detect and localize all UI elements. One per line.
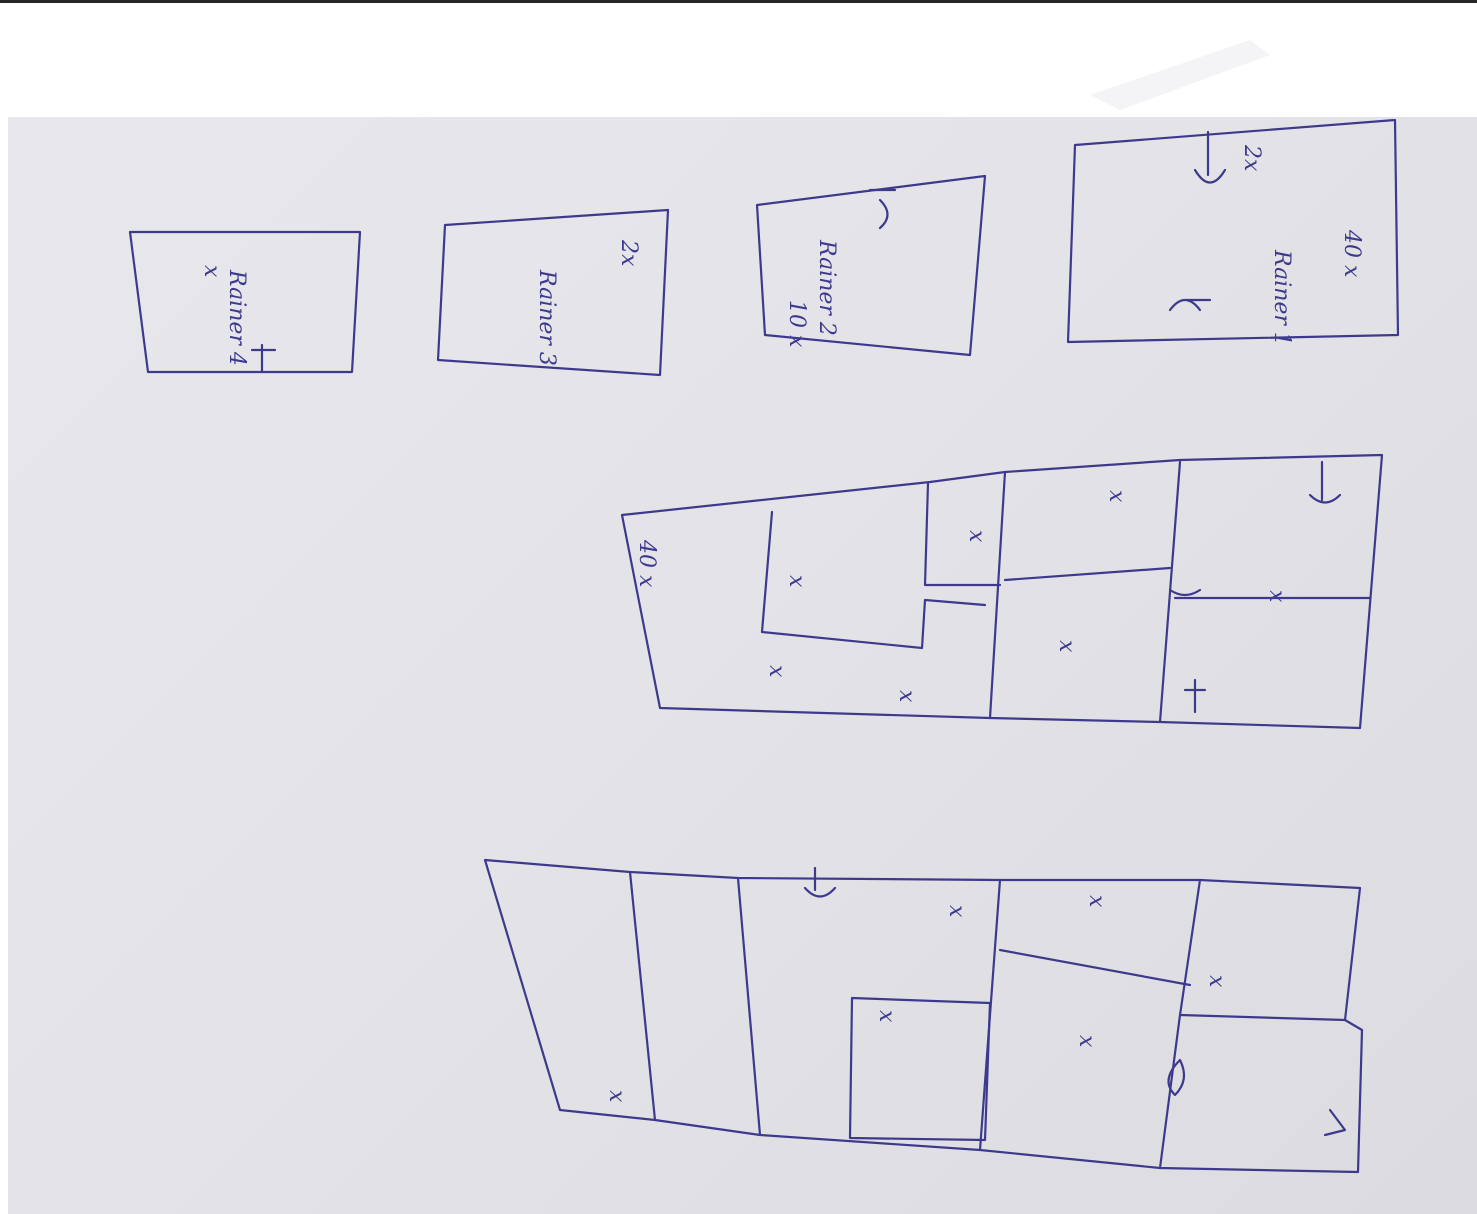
- top-border-line: [0, 0, 1477, 3]
- low-mark-2: x: [1204, 975, 1229, 988]
- plan-lower: x x x x x x: [483, 858, 1364, 1174]
- plan-1-label: Rainer 1: [1269, 249, 1294, 346]
- plan-middle: x x x x x x x 40 x: [620, 453, 1384, 730]
- low-mark-3: x: [1084, 895, 1109, 908]
- mid-mark-7: x: [894, 690, 919, 703]
- plan-2-label: Rainer 2: [814, 239, 839, 336]
- plan-rainer-4: Rainer 4 x: [128, 230, 362, 374]
- low-mark-5: x: [604, 1090, 629, 1103]
- plan-2-mark: 10 x: [784, 300, 809, 348]
- plan-1-mark-a: 2x: [1239, 144, 1264, 172]
- mid-mark-4: x: [1104, 490, 1129, 503]
- low-mark-1: x: [1074, 1035, 1099, 1048]
- mid-mark-8: 40 x: [634, 539, 659, 588]
- plan-rainer-2: Rainer 2 10 x: [755, 174, 987, 357]
- plan-rainer-1: Rainer 1 2x 40 x: [1066, 118, 1400, 346]
- plan-1-mark-b: 40 x: [1339, 229, 1364, 278]
- plan-3-label: Rainer 3: [534, 269, 559, 366]
- watermark-shape: [1090, 40, 1270, 110]
- plan-4-mark: x: [199, 265, 224, 278]
- paper-sheet: [8, 117, 1477, 1214]
- plan-3-mark: 2x: [616, 239, 641, 267]
- low-mark-6: x: [874, 1010, 899, 1023]
- mid-mark-2: x: [1054, 640, 1079, 653]
- mid-mark-3: x: [964, 530, 989, 543]
- mid-mark-6: x: [764, 665, 789, 678]
- mid-mark-5: x: [784, 575, 809, 588]
- plan-rainer-3: Rainer 3 2x: [436, 208, 670, 377]
- low-mark-4: x: [944, 905, 969, 918]
- plan-4-label: Rainer 4: [224, 269, 249, 366]
- mid-mark-1: x: [1264, 590, 1289, 603]
